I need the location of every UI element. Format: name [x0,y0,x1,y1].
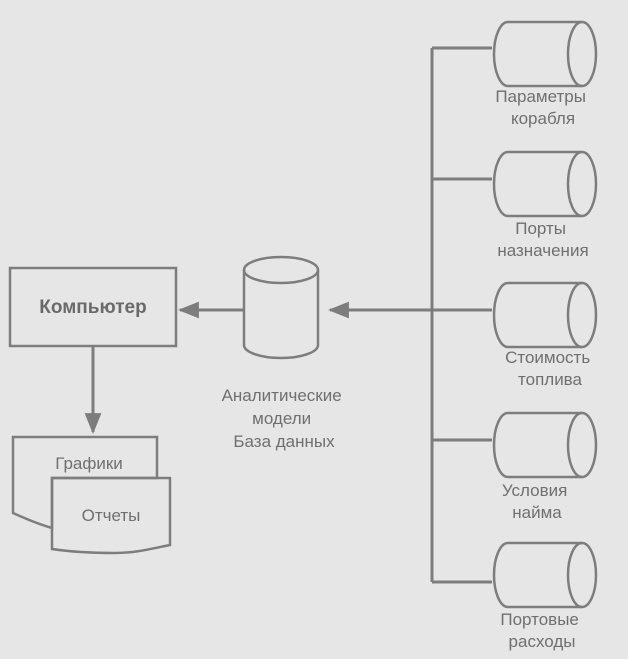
source-label-1: Параметры корабля [495,87,590,128]
source-label-5: Портовые расходы [500,610,583,651]
graphics-label: Графики [55,454,123,473]
database-label: Аналитические модели База данных [222,386,347,451]
source-label-3: Стоимость топлива [505,348,595,389]
database-cylinder [242,255,320,360]
source-shape-3 [492,281,598,349]
source-shape-5 [492,541,598,609]
source-label-2: Порты назначения [497,219,588,260]
source-shape-4 [492,411,598,479]
source-shape-1 [492,20,598,88]
computer-label: Компьютер [39,297,146,318]
source-shape-2 [492,150,598,218]
reports-document [50,476,172,555]
reports-label: Отчеты [82,506,141,525]
source-label-4: Условия найма [502,481,572,522]
